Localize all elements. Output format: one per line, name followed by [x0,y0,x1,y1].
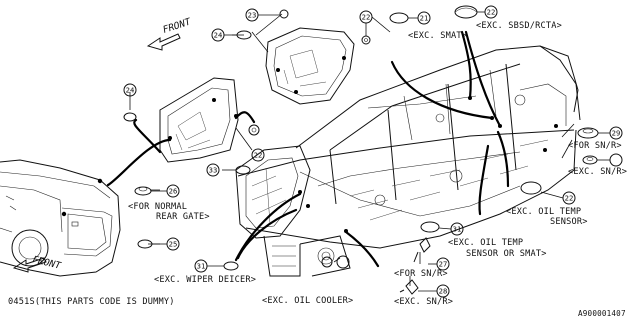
callout-21: 21 [417,11,431,25]
leader-lines [106,30,510,268]
label-exc-oil-cooler: <EXC. OIL COOLER> [262,296,353,306]
svg-text:26: 26 [169,187,178,196]
labels: <EXC. SMAT> <EXC. SBSD/RCTA> <FOR SN/R> … [8,21,627,318]
plug-part-31-left [223,261,239,271]
callout-22-top-right: 22 [484,5,498,19]
callout-20-bottom [336,255,350,269]
plug-part-22-oil-temp [520,181,542,195]
front-arrow-upper: FRONT [146,16,194,51]
label-exc-oil-temp-smat-line2: SENSOR OR SMAT> [466,249,547,259]
front-arrow-lower: FRONT [12,254,63,273]
clip-part-27 [413,237,431,263]
label-for-normal-line1: <FOR NORMAL [128,202,187,212]
grommet-part-23 [279,9,289,19]
plug-part-21 [389,12,409,24]
label-for-snr: <FOR SN/R> [568,141,622,151]
svg-text:25: 25 [169,240,178,249]
plug-part-31-right [420,221,440,233]
diagram-code: A900001407 [578,309,626,318]
callout-24-upper: 24 [211,28,225,42]
svg-text:23: 23 [248,11,257,20]
callout-29: 29 [609,126,623,140]
label-exc-oil-temp-smat-line1: <EXC. OIL TEMP [448,238,523,248]
callout-25: 25 [166,237,180,251]
svg-text:22: 22 [487,8,496,17]
front-label-upper: FRONT [162,16,194,36]
callout-33: 33 [206,163,220,177]
callout-22-oil-temp: 22 [562,191,576,205]
plug-part-33 [235,165,251,175]
callout-23: 23 [245,8,259,22]
label-for-normal-line2: REAR GATE> [156,212,210,222]
svg-text:21: 21 [420,14,429,23]
svg-text:28: 28 [439,287,448,296]
label-exc-snr-right: <EXC. SN/R> [568,167,627,177]
svg-text:33: 33 [209,166,218,175]
callout-22-mid: 22 [251,148,265,162]
svg-text:31: 31 [453,225,462,234]
grommet-part-22-upper [361,35,371,45]
callout-24-lower: 24 [123,83,137,97]
label-exc-smat: <EXC. SMAT> [408,31,467,41]
label-exc-sbsd-rcta: <EXC. SBSD/RCTA> [476,21,562,31]
callout-31-left: 31 [194,259,208,273]
callout-22-upper: 22 [359,10,373,24]
svg-text:31: 31 [197,262,206,271]
plug-part-24-lower [123,112,137,122]
label-exc-oil-temp-sensor-line1: <EXC. OIL TEMP [506,207,581,217]
callout-31-right: 31 [450,222,464,236]
clip-part-28 [399,279,419,295]
rear-door-illustration [265,27,355,105]
grommet-part-22-mid [248,124,260,136]
svg-text:22: 22 [362,13,371,22]
label-exc-oil-temp-sensor-line2: SENSOR> [550,217,588,227]
rear-car-illustration [0,159,121,277]
label-exc-snr-bottom: <EXC. SN/R> [394,297,453,307]
svg-text:24: 24 [126,86,135,95]
body-in-white-illustration [235,45,581,277]
callouts: 21 22 23 24 22 24 22 33 26 25 22 29 31 3… [123,5,623,298]
svg-text:22: 22 [254,151,263,160]
front-door-illustration [159,77,239,163]
callout-26: 26 [166,184,180,198]
footer-note: 0451S(THIS PARTS CODE IS DUMMY) [8,297,175,307]
label-for-snr-bottom: <FOR SN/R> [394,269,448,279]
callout-20-right [609,153,623,167]
grommet-part-20-bottom [321,256,333,268]
svg-text:22: 22 [565,194,574,203]
parts [123,5,599,295]
svg-text:24: 24 [214,31,223,40]
svg-text:27: 27 [439,260,448,269]
svg-text:29: 29 [612,129,621,138]
label-exc-wiper-deicer: <EXC. WIPER DEICER> [154,275,256,285]
callout-28: 28 [436,284,450,298]
